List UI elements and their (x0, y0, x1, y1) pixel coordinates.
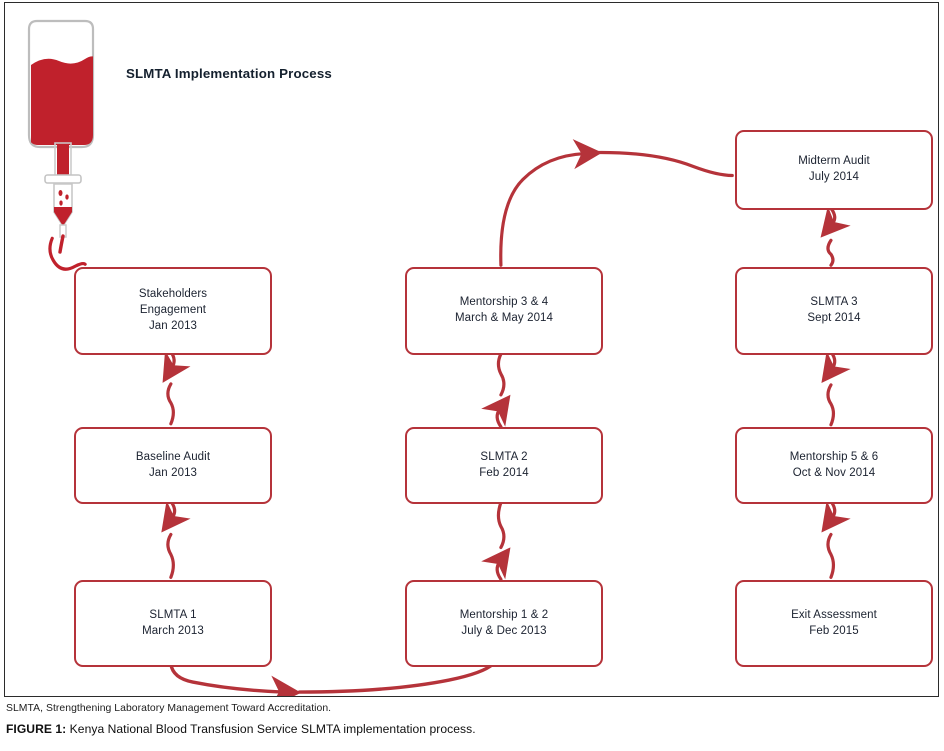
connector-stakeholders-to-baseline (162, 350, 191, 426)
flow-box-line: SLMTA 3 (810, 296, 858, 309)
flow-box-exit-assessment[interactable]: Exit Assessment Feb 2015 (735, 580, 933, 667)
connector-layer (48, 139, 851, 696)
flow-box-line: Sept 2014 (807, 312, 861, 324)
figure-caption-label: FIGURE 1: (6, 722, 67, 736)
flow-box-line: Feb 2015 (809, 624, 859, 637)
connector-slmta3-to-mentorship56 (821, 350, 851, 427)
connector-bag-to-stakeholders (48, 236, 87, 271)
blood-bag-icon (11, 17, 119, 267)
flow-box-line: SLMTA 2 (480, 450, 528, 463)
flow-box-line: July 2014 (808, 171, 860, 183)
figure-caption-text: Kenya National Blood Transfusion Service… (66, 722, 476, 736)
flow-box-line: Mentorship 5 & 6 (789, 450, 879, 463)
flow-box-line: SLMTA 1 (149, 608, 197, 621)
connector-slmta1-to-mentorship12 (169, 662, 495, 696)
flow-box-line: Baseline Audit (135, 450, 211, 463)
connector-mentorship56-to-exit (821, 499, 851, 579)
flow-box-slmta-2[interactable]: SLMTA 2 Feb 2014 (405, 427, 603, 504)
flow-box-baseline-audit[interactable]: Baseline Audit Jan 2013 (74, 427, 272, 504)
connector-midterm-to-slmta3 (820, 206, 851, 267)
flow-box-line: July & Dec 2013 (461, 624, 547, 637)
flow-box-line: Oct & Nov 2014 (792, 466, 876, 479)
flow-box-line: Midterm Audit (798, 155, 870, 168)
flow-box-line: Jan 2013 (148, 466, 198, 479)
flow-box-line: Exit Assessment (791, 608, 877, 621)
flow-box-line: Mentorship 1 & 2 (459, 608, 549, 621)
caption-zone: SLMTA, Strengthening Laboratory Manageme… (4, 703, 940, 736)
flow-box-line: Jan 2013 (148, 319, 198, 332)
flow-box-line: Mentorship 3 & 4 (459, 296, 549, 309)
flow-box-slmta-3[interactable]: SLMTA 3 Sept 2014 (735, 267, 933, 355)
flow-box-mentorship-3-4[interactable]: Mentorship 3 & 4 March & May 2014 (405, 267, 603, 355)
figure-caption: FIGURE 1: Kenya National Blood Transfusi… (6, 722, 940, 736)
abbreviation-note: SLMTA, Strengthening Laboratory Manageme… (6, 703, 332, 714)
connector-mentorship34-to-midterm (499, 139, 734, 267)
connector-mentorship12-to-slmta2 (481, 500, 511, 581)
flow-box-slmta-1[interactable]: SLMTA 1 March 2013 (74, 580, 272, 667)
flow-box-stakeholders-engagement[interactable]: Stakeholders Engagement Jan 2013 (74, 267, 272, 355)
flow-box-mentorship-5-6[interactable]: Mentorship 5 & 6 Oct & Nov 2014 (735, 427, 933, 504)
connector-baseline-to-slmta1 (161, 499, 191, 579)
flow-box-line: Stakeholders (138, 288, 208, 301)
figure-frame: SLMTA Implementation Process Stakeholder… (4, 2, 939, 697)
flow-box-mentorship-1-2[interactable]: Mentorship 1 & 2 July & Dec 2013 (405, 580, 603, 667)
connector-slmta2-to-mentorship34 (481, 352, 511, 429)
flow-box-line: March 2013 (142, 624, 204, 637)
flow-box-line: Engagement (139, 304, 207, 317)
page-title: SLMTA Implementation Process (126, 66, 332, 81)
flow-box-line: March & May 2014 (454, 312, 554, 324)
flow-box-line: Feb 2014 (479, 466, 529, 479)
flow-box-midterm-audit[interactable]: Midterm Audit July 2014 (735, 130, 933, 210)
